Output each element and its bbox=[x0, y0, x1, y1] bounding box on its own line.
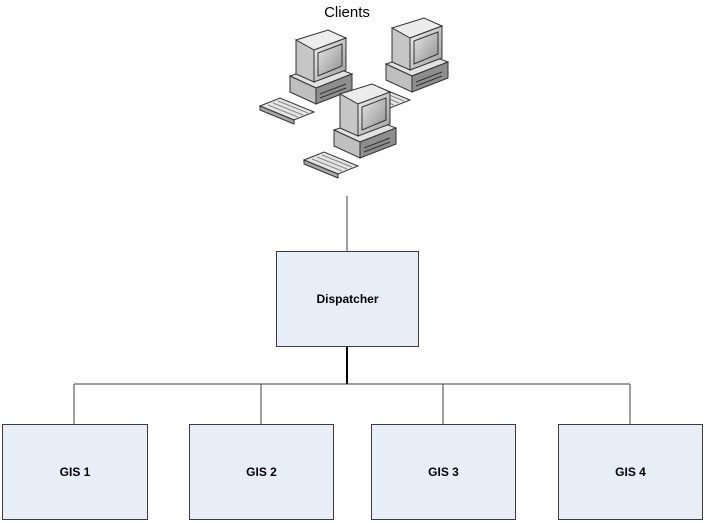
gis-label: GIS 1 bbox=[59, 465, 91, 479]
computer-icon bbox=[259, 29, 353, 125]
clients-label: Clients bbox=[324, 4, 370, 21]
dispatcher-label: Dispatcher bbox=[316, 292, 379, 306]
gis-label: GIS 3 bbox=[428, 465, 459, 479]
gis-node-1: GIS 1 bbox=[2, 424, 148, 520]
dispatcher-node: Dispatcher bbox=[276, 251, 419, 347]
gis-label: GIS 2 bbox=[246, 465, 277, 479]
gis-node-2: GIS 2 bbox=[189, 424, 334, 520]
gis-node-4: GIS 4 bbox=[558, 424, 703, 520]
gis-label: GIS 4 bbox=[615, 465, 646, 479]
gis-node-3: GIS 3 bbox=[371, 424, 516, 520]
